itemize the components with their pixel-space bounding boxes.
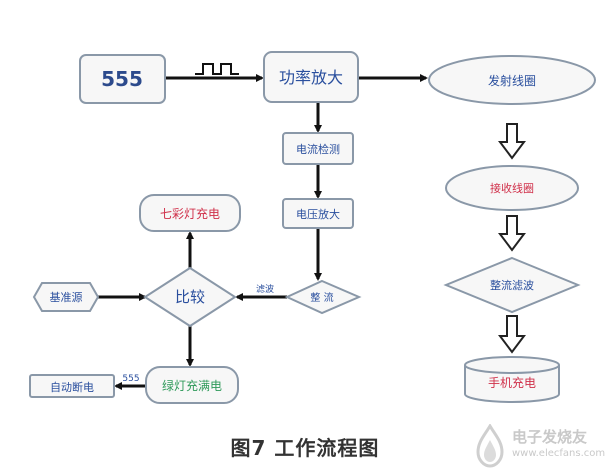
square-wave-icon: [195, 63, 239, 75]
node-compare: [143, 266, 237, 328]
node-phone-charge: [464, 356, 560, 403]
node-auto-off-box: [29, 374, 115, 398]
node-rx-coil: [445, 165, 579, 211]
node-compare-label: 比较: [175, 288, 205, 306]
edge-label-filter: 滤波: [256, 283, 274, 295]
node-auto-off-label: 自动断电: [50, 380, 94, 394]
watermark-text: 电子发烧友: [512, 428, 588, 446]
node-current-detect-label: 电流检测: [296, 142, 340, 156]
node-rectify-label: 整 流: [310, 291, 333, 304]
hollow-arrow-tx-to-rx: [498, 123, 526, 160]
node-power-amp-label: 功率放大: [279, 68, 343, 87]
node-reference: [32, 282, 100, 312]
watermark-url: www.elecfans.com: [512, 448, 606, 459]
node-current-detect-box: [282, 132, 354, 165]
node-555-label: 555: [101, 67, 143, 91]
node-phone-charge-label: 手机充电: [488, 375, 536, 390]
node-tx-coil-label: 发射线圈: [488, 73, 536, 88]
node-rainbow-charge-label: 七彩灯充电: [160, 206, 220, 221]
edge-label-555: 555: [122, 374, 139, 384]
node-voltage-amp-box: [282, 198, 354, 229]
node-power-amp-box: [263, 51, 359, 103]
node-rect-filter: [443, 256, 581, 314]
watermark-logo-icon: [476, 424, 504, 468]
hollow-arrow-filter-to-phone: [498, 315, 526, 354]
node-rect-filter-label: 整流滤波: [490, 278, 534, 292]
node-rectify: [284, 279, 362, 315]
node-green-full-label: 绿灯充满电: [162, 378, 222, 393]
hollow-arrow-rx-to-filter: [498, 215, 526, 252]
node-tx-coil: [428, 55, 596, 105]
watermark: 电子发烧友 www.elecfans.com: [472, 422, 606, 472]
node-phone-charge-top-rim: [464, 364, 560, 374]
node-reference-label: 基准源: [50, 290, 83, 304]
node-rainbow-charge-box: [139, 194, 241, 232]
node-rx-coil-label: 接收线圈: [490, 181, 534, 195]
node-green-full-box: [145, 366, 239, 404]
node-voltage-amp-label: 电压放大: [296, 207, 340, 221]
figure-caption: 图7 工作流程图: [230, 436, 380, 460]
node-555-box: [79, 54, 166, 104]
